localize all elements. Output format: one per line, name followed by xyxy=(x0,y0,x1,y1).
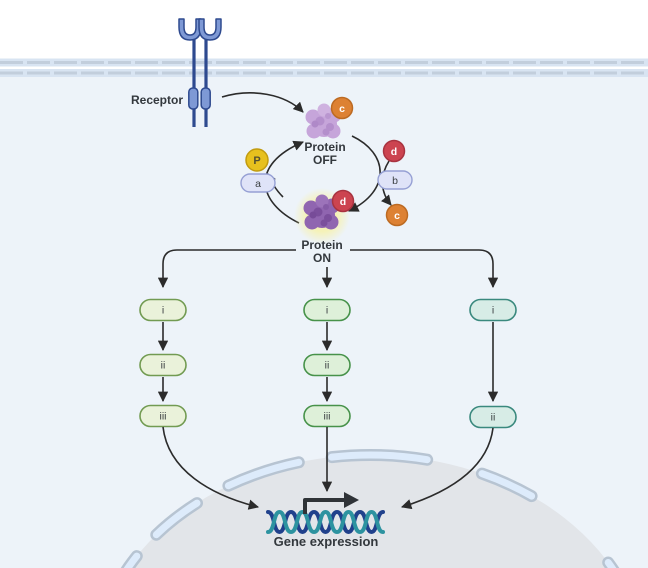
cascade-right: i ii xyxy=(469,298,517,429)
svg-text:i: i xyxy=(162,305,164,317)
svg-text:b: b xyxy=(392,175,398,187)
receptor-icon xyxy=(178,18,222,127)
protein-on-label-line2: ON xyxy=(313,251,331,265)
cascade-left-step-2 xyxy=(139,353,187,377)
arrow-receptor-to-protein-off xyxy=(221,92,304,113)
protein-on-label-line1: Protein xyxy=(301,238,342,252)
svg-text:iii: iii xyxy=(160,411,167,423)
badge-c-right: c xyxy=(385,203,409,227)
svg-text:ii: ii xyxy=(161,360,166,372)
svg-text:c: c xyxy=(394,210,400,222)
receptor-label: Receptor xyxy=(131,93,183,107)
cascade-right-step-1 xyxy=(469,298,517,322)
badge-p: P xyxy=(245,148,269,172)
svg-text:i: i xyxy=(326,305,328,317)
cascade-middle-step-1 xyxy=(303,298,351,322)
cascade-middle-step-3 xyxy=(303,404,351,428)
svg-text:ii: ii xyxy=(325,360,330,372)
nuclear-envelope-segments xyxy=(120,449,620,568)
dna-icon xyxy=(266,509,385,535)
cascade-right-step-2 xyxy=(469,405,517,429)
protein-on-blob xyxy=(303,194,340,230)
arrow-protein-off-to-on xyxy=(348,135,381,212)
arrow-left-to-gene xyxy=(162,426,260,510)
transcription-arrow-icon xyxy=(303,492,359,514)
svg-text:d: d xyxy=(391,146,397,158)
svg-text:d: d xyxy=(340,196,346,208)
pill-a: a xyxy=(240,173,276,193)
svg-text:ii: ii xyxy=(491,412,496,424)
arrow-branch-left xyxy=(157,249,296,289)
badge-c-on-protein-off: c xyxy=(330,96,354,120)
cascade-left: i ii iii xyxy=(139,298,187,428)
cascade-middle: i ii iii xyxy=(303,298,351,428)
cell-membrane xyxy=(0,58,648,77)
cascade-left-step-3 xyxy=(139,404,187,428)
receptor-domain-left xyxy=(188,87,199,110)
svg-text:P: P xyxy=(253,155,260,167)
badge-d-on-protein-on: d xyxy=(331,189,355,213)
receptor-domain-right xyxy=(200,87,211,110)
pill-b: b xyxy=(377,170,413,190)
cascade-middle-step-2 xyxy=(303,353,351,377)
svg-text:a: a xyxy=(255,178,261,190)
gene-expression-label: Gene expression xyxy=(274,534,379,549)
arrow-branch-right xyxy=(350,249,499,289)
cascade-left-step-1 xyxy=(139,298,187,322)
svg-text:c: c xyxy=(339,103,345,115)
svg-text:iii: iii xyxy=(324,411,331,423)
protein-off-label-line2: OFF xyxy=(313,153,337,167)
svg-text:i: i xyxy=(492,305,494,317)
protein-off-blob xyxy=(305,103,342,139)
badge-d-right: d xyxy=(382,139,406,163)
receptor-cup-right xyxy=(198,18,222,41)
receptor-cup-left xyxy=(178,18,202,41)
protein-off-label-line1: Protein xyxy=(304,140,345,154)
arrow-right-to-gene xyxy=(401,427,494,510)
